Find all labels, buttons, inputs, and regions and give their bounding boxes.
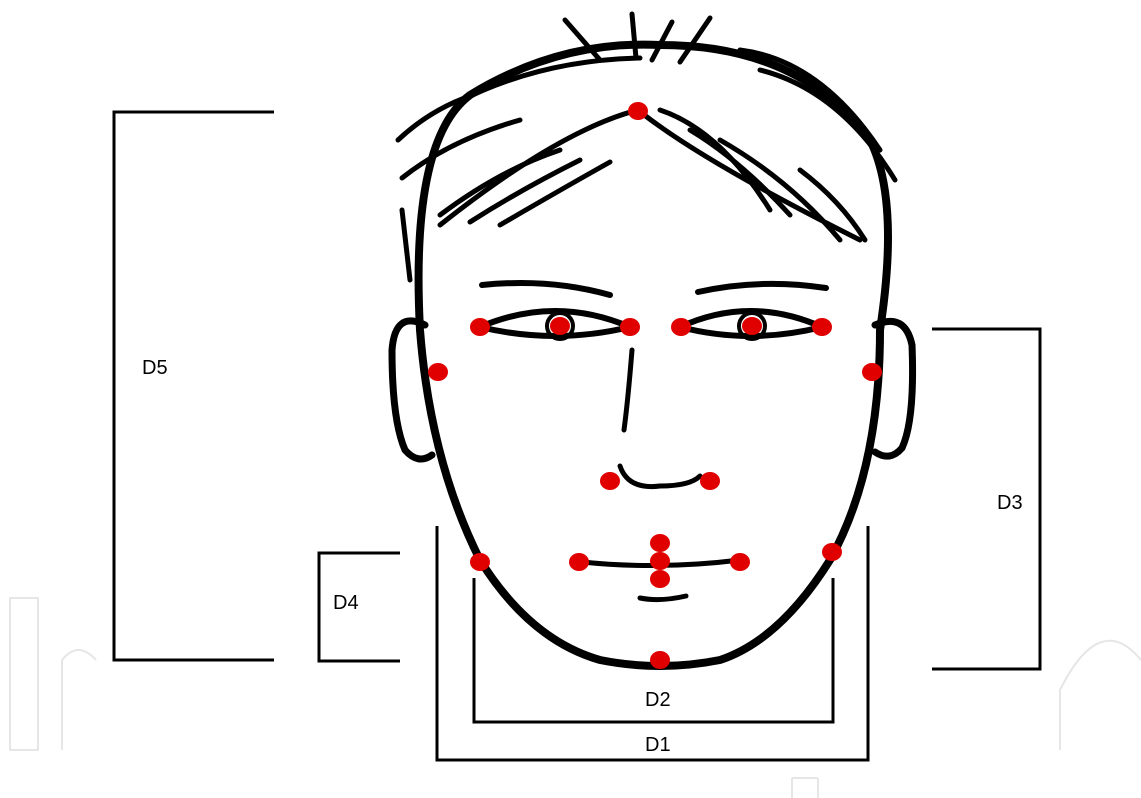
landmark-right-eye-inner — [671, 318, 691, 336]
landmark-right-jaw — [822, 543, 842, 561]
landmark-right-pupil — [742, 317, 762, 335]
d4-label: D4 — [333, 593, 359, 613]
landmark-upper-lip — [650, 534, 670, 552]
lower-lip — [640, 596, 686, 600]
landmark-mouth-left — [569, 553, 589, 571]
d3-label: D3 — [997, 493, 1023, 513]
hair — [398, 14, 895, 280]
landmark-chin — [650, 651, 670, 669]
d5-bracket — [114, 112, 274, 660]
d2-label: D2 — [645, 690, 671, 710]
landmark-right-cheek — [862, 363, 882, 381]
watermark — [10, 598, 1141, 798]
d3-bracket — [932, 329, 1040, 669]
landmark-left-cheek — [428, 363, 448, 381]
nose-bridge — [624, 350, 632, 430]
left-eyebrow — [482, 283, 610, 295]
landmark-right-eye-outer — [812, 318, 832, 336]
landmark-mouth-center — [650, 552, 670, 570]
landmark-mouth-right — [730, 553, 750, 571]
landmark-nose-left — [600, 472, 620, 490]
d5-label: D5 — [142, 358, 168, 378]
landmark-nose-right — [700, 472, 720, 490]
landmark-left-eye-inner — [620, 318, 640, 336]
landmark-hairline — [628, 102, 648, 120]
d1-label: D1 — [645, 735, 671, 755]
landmark-lower-lip — [650, 570, 670, 588]
landmark-left-eye-outer — [470, 318, 490, 336]
right-eyebrow — [698, 284, 826, 292]
landmark-left-pupil — [550, 317, 570, 335]
d4-bracket — [319, 553, 400, 661]
landmark-left-jaw — [470, 553, 490, 571]
nose-base — [620, 466, 700, 487]
